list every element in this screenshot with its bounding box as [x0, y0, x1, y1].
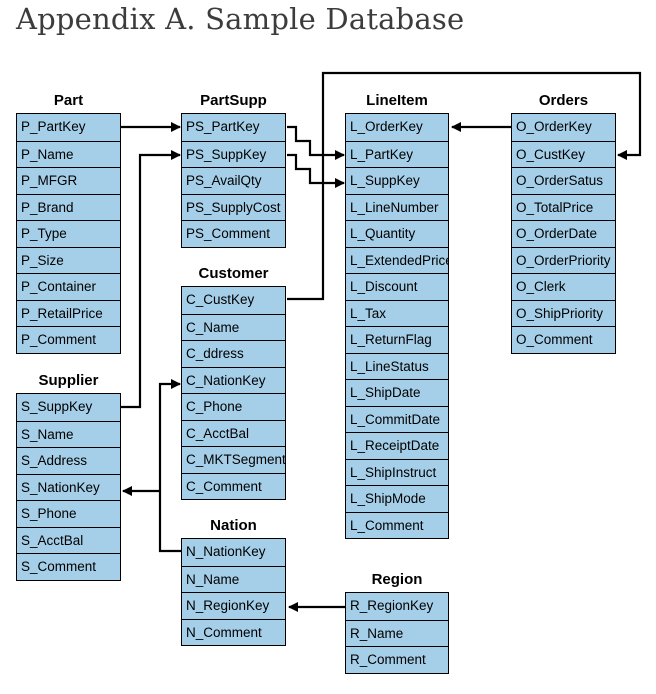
relationship-arrow-partsupp-to-lineitem [287, 125, 345, 160]
field-l-extendedprice: L_ExtendedPrice [346, 246, 448, 273]
table-name: Orders [538, 92, 589, 109]
field-l-returnflag: L_ReturnFlag [346, 326, 448, 353]
field-ps-partkey: PS_PartKey [182, 114, 285, 141]
field-l-shipmode: L_ShipMode [346, 485, 448, 512]
table-name: Region [371, 571, 423, 588]
field-l-orderkey: L_OrderKey [346, 114, 448, 141]
field-ps-availqty: PS_AvailQty [182, 167, 285, 194]
field-o-totalprice: O_TotalPrice [512, 193, 615, 220]
field-o-orderkey: O_OrderKey [512, 114, 615, 141]
field-s-acctbal: S_AcctBal [17, 526, 120, 553]
field-c-ddress: C_ddress [182, 340, 285, 367]
field-p-partkey: P_PartKey [17, 114, 120, 141]
field-p-brand: P_Brand [17, 193, 120, 220]
relationship-arrow-customer-to-orders [287, 71, 642, 301]
field-s-address: S_Address [17, 447, 120, 474]
field-p-name: P_Name [17, 140, 120, 167]
field-l-quantity: L_Quantity [346, 220, 448, 247]
relationship-arrow-supplier-to-partsupp [121, 150, 181, 409]
table-name: Nation [210, 517, 257, 534]
field-n-regionkey: N_RegionKey [182, 592, 285, 619]
field-p-size: P_Size [17, 246, 120, 273]
field-o-clerk: O_Clerk [512, 273, 615, 300]
field-n-comment: N_Comment [182, 618, 285, 645]
field-c-nationkey: C_NationKey [182, 366, 285, 393]
table-name: Part [53, 92, 84, 109]
field-s-phone: S_Phone [17, 500, 120, 527]
field-o-orderpriority: O_OrderPriority [512, 246, 615, 273]
field-p-retailprice: P_RetailPrice [17, 299, 120, 326]
field-p-comment: P_Comment [17, 326, 120, 353]
field-o-ordersatus: O_OrderSatus [512, 167, 615, 194]
field-o-comment: O_Comment [512, 326, 615, 353]
field-s-suppkey: S_SuppKey [17, 394, 120, 421]
relationship-arrow-partsupp-to-lineitem [287, 153, 345, 188]
relationship-arrow-nation-to-customer [158, 379, 181, 553]
field-l-suppkey: L_SuppKey [346, 167, 448, 194]
field-p-container: P_Container [17, 273, 120, 300]
field-n-nationkey: N_NationKey [182, 539, 285, 566]
table-name: LineItem [366, 92, 428, 109]
field-l-partkey: L_PartKey [346, 140, 448, 167]
field-s-comment: S_Comment [17, 553, 120, 580]
field-n-name: N_Name [182, 565, 285, 592]
field-c-phone: C_Phone [182, 393, 285, 420]
table-name: Supplier [38, 372, 99, 389]
field-l-tax: L_Tax [346, 299, 448, 326]
field-ps-suppkey: PS_SuppKey [182, 140, 285, 167]
field-l-comment: L_Comment [346, 511, 448, 538]
field-l-commitdate: L_CommitDate [346, 405, 448, 432]
field-r-comment: R_Comment [346, 646, 448, 673]
field-s-name: S_Name [17, 420, 120, 447]
field-o-shippriority: O_ShipPriority [512, 299, 615, 326]
field-p-mfgr: P_MFGR [17, 167, 120, 194]
field-l-shipdate: L_ShipDate [346, 379, 448, 406]
field-l-shipinstruct: L_ShipInstruct [346, 458, 448, 485]
field-c-acctbal: C_AcctBal [182, 419, 285, 446]
field-l-linenumber: L_LineNumber [346, 193, 448, 220]
field-ps-supplycost: PS_SupplyCost [182, 193, 285, 220]
field-r-name: R_Name [346, 619, 448, 646]
page-title: Appendix A. Sample Database [16, 2, 465, 36]
field-c-name: C_Name [182, 313, 285, 340]
table-name: Customer [198, 265, 269, 282]
table-name: PartSupp [200, 92, 267, 109]
field-c-comment: C_Comment [182, 472, 285, 499]
field-o-custkey: O_CustKey [512, 140, 615, 167]
field-o-orderdate: O_OrderDate [512, 220, 615, 247]
field-p-type: P_Type [17, 220, 120, 247]
field-r-regionkey: R_RegionKey [346, 593, 448, 620]
field-l-receiptdate: L_ReceiptDate [346, 432, 448, 459]
field-c-mktsegment: C_MKTSegment [182, 446, 285, 473]
field-l-discount: L_Discount [346, 273, 448, 300]
field-l-linestatus: L_LineStatus [346, 352, 448, 379]
field-c-custkey: C_CustKey [182, 287, 285, 314]
field-s-nationkey: S_NationKey [17, 473, 120, 500]
field-ps-comment: PS_Comment [182, 220, 285, 247]
